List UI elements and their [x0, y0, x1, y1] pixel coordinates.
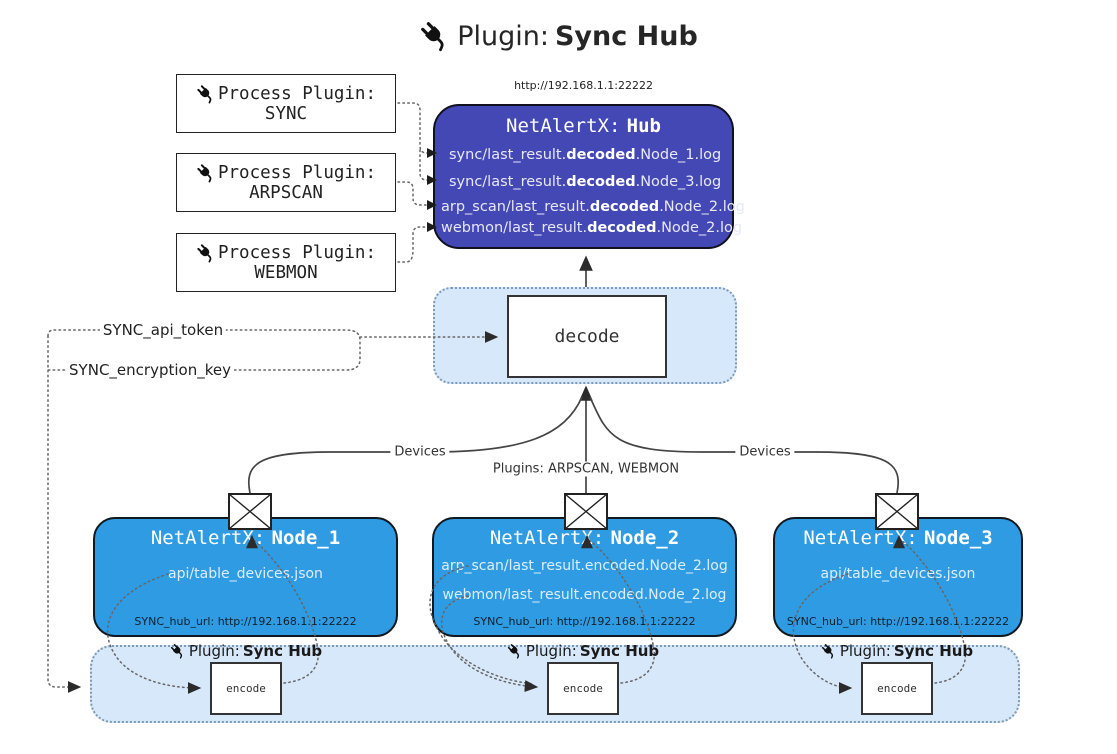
process-plugin-name: WEBMON [254, 262, 318, 283]
process-plugin-box-webmon: Process Plugin: WEBMON [176, 233, 396, 292]
hub-log-row: arp_scan/last_result.decoded.Node_2.log [441, 199, 745, 215]
encode-station-label: Plugin:Sync Hub [507, 642, 659, 660]
envelope-icon [228, 493, 272, 530]
hub-log-row: webmon/last_result.decoded.Node_2.log [441, 220, 743, 236]
node-box-node-1: NetAlertX:Node_1 api/table_devices.json … [93, 517, 398, 637]
hub-url: http://192.168.1.1:22222 [514, 79, 653, 92]
process-plugin-box-arpscan: Process Plugin: ARPSCAN [176, 153, 396, 212]
node-file-line: api/table_devices.json [820, 566, 976, 582]
node-file-line: arp_scan/last_result.encoded.Node_2.log [441, 558, 728, 574]
process-plugin-label: Process Plugin: [217, 162, 377, 183]
devices-edge-label-right: Devices [735, 444, 795, 460]
envelope-icon [875, 493, 919, 530]
process-plugin-label: Process Plugin: [217, 242, 377, 263]
hub-box: NetAlertX:Hub sync/last_result.decoded.N… [433, 104, 745, 249]
plug-icon [196, 243, 216, 263]
page-title-prefix: Plugin: [457, 20, 549, 52]
envelope-icon [564, 493, 608, 530]
plug-icon [196, 84, 216, 104]
process-plugin-name: SYNC [264, 103, 308, 124]
encode-station-label: Plugin:Sync Hub [821, 642, 973, 660]
encode-box: encode [210, 662, 282, 715]
hub-title: NetAlertX:Hub [506, 115, 661, 137]
plug-icon [419, 20, 451, 52]
sync-encryption-key-label: SYNC_encryption_key [66, 361, 234, 379]
plug-icon [507, 643, 523, 659]
process-plugin-box-sync: Process Plugin: SYNC [176, 74, 396, 133]
node-hub-url: SYNC_hub_url: http://192.168.1.1:22222 [786, 615, 1010, 628]
devices-edge-label-left: Devices [390, 444, 450, 460]
node-title: NetAlertX:Node_2 [489, 527, 680, 549]
hub-log-row: sync/last_result.decoded.Node_1.log [449, 147, 722, 163]
page-title: Plugin: Sync Hub [0, 14, 1117, 58]
plugins-edge-label: Plugins: ARPSCAN, WEBMON [488, 461, 684, 477]
node-title: NetAlertX:Node_1 [150, 527, 341, 549]
node-file-line: api/table_devices.json [168, 566, 323, 582]
plug-icon [821, 643, 837, 659]
node-title: NetAlertX:Node_3 [803, 527, 993, 549]
page-title-name: Sync Hub [554, 20, 698, 52]
encode-box: encode [861, 662, 933, 715]
plug-icon [170, 643, 186, 659]
plug-icon [196, 163, 216, 183]
process-plugin-label: Process Plugin: [217, 83, 377, 104]
node-box-node-2: NetAlertX:Node_2 arp_scan/last_result.en… [432, 517, 737, 637]
decode-box: decode [507, 295, 667, 378]
hub-log-row: sync/last_result.decoded.Node_3.log [449, 174, 722, 190]
node-file-line: webmon/last_result.encoded.Node_2.log [442, 587, 727, 603]
encode-station-label: Plugin:Sync Hub [170, 642, 322, 660]
process-plugin-name: ARPSCAN [249, 182, 323, 203]
node-box-node-3: NetAlertX:Node_3 api/table_devices.json … [773, 517, 1023, 637]
sync-api-token-label: SYNC_api_token [99, 321, 227, 339]
node-hub-url: SYNC_hub_url: http://192.168.1.1:22222 [473, 615, 696, 628]
node-hub-url: SYNC_hub_url: http://192.168.1.1:22222 [134, 615, 357, 628]
encode-box: encode [547, 662, 619, 715]
